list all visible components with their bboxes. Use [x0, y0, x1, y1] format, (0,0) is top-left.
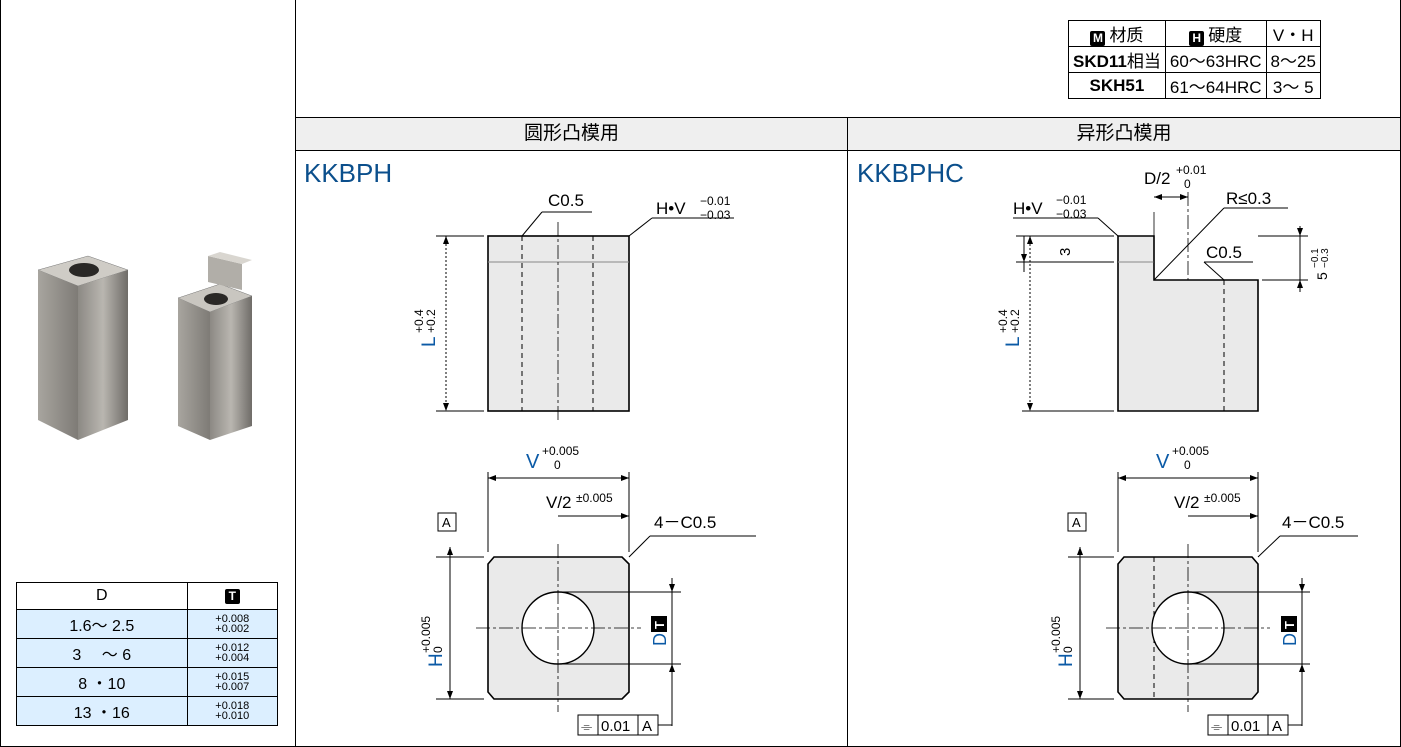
l-label: L	[419, 336, 440, 347]
v2-tol: ±0.005	[1204, 491, 1241, 505]
product-photo	[37, 252, 253, 440]
model-name-kkbph: KKBPH	[304, 158, 393, 188]
kkbphc-drawing: D/2 +0.01 0 R≤0.3 C0.5 H•V −0.01 −0.03 3…	[996, 163, 1358, 736]
table-row: SKD11相当 60～63HRC 8～25	[1068, 46, 1321, 73]
column-divider-left	[295, 0, 296, 747]
hv-label: H•V	[656, 199, 686, 218]
flatness-symbol: ⌯	[1211, 718, 1222, 734]
l-tol-lower: +0.2	[424, 309, 438, 333]
vh-header: V・H	[1265, 20, 1321, 47]
column-divider-middle	[847, 117, 848, 747]
d-value: 8 ・10	[16, 667, 188, 697]
material-name: SKD11相当	[1068, 46, 1166, 73]
v-label: V	[1156, 451, 1170, 473]
flatness-value: 0.01	[1231, 718, 1260, 735]
d2-tol-upper: +0.01	[1176, 163, 1207, 177]
hv-tol-upper: −0.01	[700, 194, 731, 208]
d-value: 1.6～ 2.5	[16, 609, 188, 639]
t-badge-label: T	[652, 621, 667, 629]
d-label: D	[1280, 633, 1300, 646]
t-badge: T	[224, 589, 240, 604]
t-column-header: T	[186, 582, 279, 610]
step5-tol-lower: −0.3	[1320, 248, 1331, 268]
l-tol-upper: +0.4	[996, 309, 1010, 333]
table-row: 1.6～ 2.5 +0.008+0.002	[16, 609, 279, 639]
tolerance-cell: +0.018+0.010	[186, 696, 279, 726]
h-label: H	[1056, 653, 1077, 667]
flatness-symbol: ⌯	[581, 718, 592, 734]
tolerance-cell: +0.012+0.004	[186, 638, 279, 668]
datum-label: A	[1072, 515, 1081, 530]
hv-tol-upper: −0.01	[1056, 193, 1087, 207]
h-tol-upper: +0.005	[1049, 616, 1063, 653]
tolerance-cell: +0.008+0.002	[186, 609, 279, 639]
h-label: H	[426, 653, 447, 667]
step-3-label: 3	[1057, 248, 1074, 256]
tolerance-cell: +0.015+0.007	[186, 667, 279, 697]
v2-label: V/2	[1174, 493, 1200, 512]
v2-label: V/2	[546, 493, 572, 512]
v-tol-lower: 0	[554, 458, 561, 472]
l-tol-lower: +0.2	[1008, 309, 1022, 333]
vh-value: 3～ 5	[1265, 72, 1321, 99]
model-name-kkbphc: KKBPHC	[857, 158, 964, 188]
step5-tol-upper: −0.1	[1310, 248, 1321, 268]
datum-label: A	[442, 515, 451, 530]
d-column-header: D	[16, 582, 188, 610]
chamfer-label: C0.5	[1206, 243, 1242, 262]
material-name: SKH51	[1068, 72, 1166, 99]
hardness-value: 61～64HRC	[1164, 72, 1267, 99]
hv-label: H•V	[1013, 199, 1043, 218]
d2-label: D/2	[1144, 169, 1170, 188]
hv-tol-lower: −0.03	[700, 208, 731, 222]
flatness-datum: A	[642, 718, 652, 735]
corner-chamfer-label: 4－C0.5	[654, 513, 716, 532]
t-badge-label: T	[1282, 621, 1297, 629]
flatness-value: 0.01	[601, 718, 630, 735]
kkbph-drawing: C0.5 H•V −0.01 −0.03 L +0.4 +0.2 V +0.00…	[412, 191, 756, 736]
section-header-round: 圆形凸模用	[296, 117, 847, 151]
hv-tol-lower: −0.03	[1056, 207, 1087, 221]
v2-tol: ±0.005	[576, 491, 613, 505]
vh-value: 8～25	[1265, 46, 1321, 73]
table-row: 8 ・10 +0.015+0.007	[16, 667, 279, 697]
d-tolerance-table: D T 1.6～ 2.5 +0.008+0.002 3 ～ 6 +0.012+0…	[16, 582, 279, 726]
table-row: SKH51 61～64HRC 3～ 5	[1068, 72, 1321, 99]
v-tol-upper: +0.005	[542, 444, 579, 458]
d-value: 13 ・16	[16, 696, 188, 726]
step-5-label: 5	[1314, 272, 1330, 280]
l-label: L	[1003, 336, 1024, 347]
d2-tol-lower: 0	[1184, 177, 1191, 191]
table-row: 13 ・16 +0.018+0.010	[16, 696, 279, 726]
section-header-shaped: 异形凸模用	[848, 117, 1400, 151]
radius-label: R≤0.3	[1226, 189, 1271, 208]
l-tol-upper: +0.4	[412, 309, 426, 333]
hardness-value: 60～63HRC	[1164, 46, 1267, 73]
v-tol-upper: +0.005	[1172, 444, 1209, 458]
d-value: 3 ～ 6	[16, 638, 188, 668]
d-label: D	[650, 633, 670, 646]
flatness-datum: A	[1272, 718, 1282, 735]
table-row: 3 ～ 6 +0.012+0.004	[16, 638, 279, 668]
h-tol-lower: 0	[431, 646, 445, 653]
chamfer-label: C0.5	[548, 191, 584, 210]
v-label: V	[526, 451, 540, 473]
side-view-body	[487, 235, 630, 412]
h-tol-lower: 0	[1061, 646, 1075, 653]
v-tol-lower: 0	[1184, 458, 1191, 472]
corner-chamfer-label: 4－C0.5	[1282, 513, 1344, 532]
h-tol-upper: +0.005	[419, 616, 433, 653]
